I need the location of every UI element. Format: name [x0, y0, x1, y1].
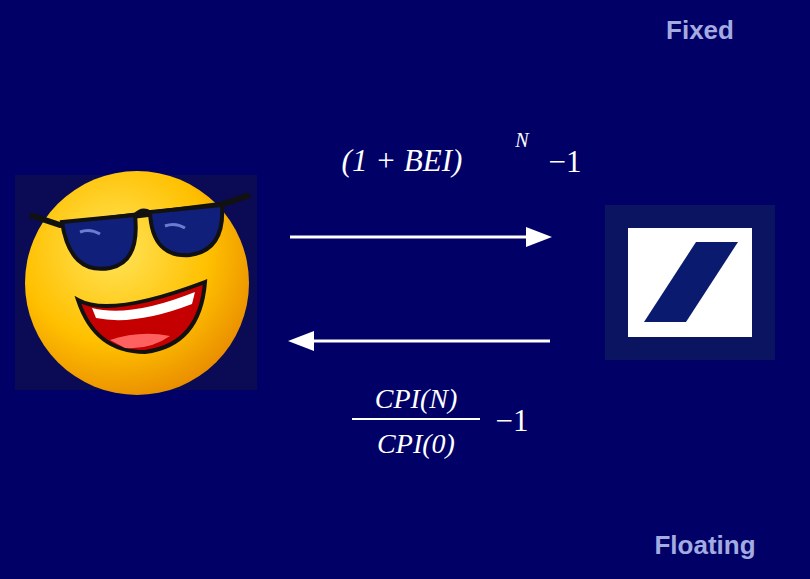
formula-term: (1 + BEI)	[342, 145, 463, 176]
formula-exponent: N	[515, 130, 528, 150]
fraction-denominator: CPI(0)	[377, 430, 455, 458]
formula-term: −1	[549, 146, 582, 177]
floating-leg-arrow	[288, 331, 550, 351]
leg-heading: Fixed	[666, 17, 734, 43]
leg-heading: Floating	[654, 532, 755, 558]
smiley-investor	[15, 171, 257, 395]
fraction-bar	[352, 418, 480, 420]
bank-logo	[605, 205, 775, 360]
fixed-leg-arrow	[290, 227, 552, 247]
fraction-numerator: CPI(N)	[375, 385, 457, 413]
formula-term: −1	[496, 405, 529, 436]
